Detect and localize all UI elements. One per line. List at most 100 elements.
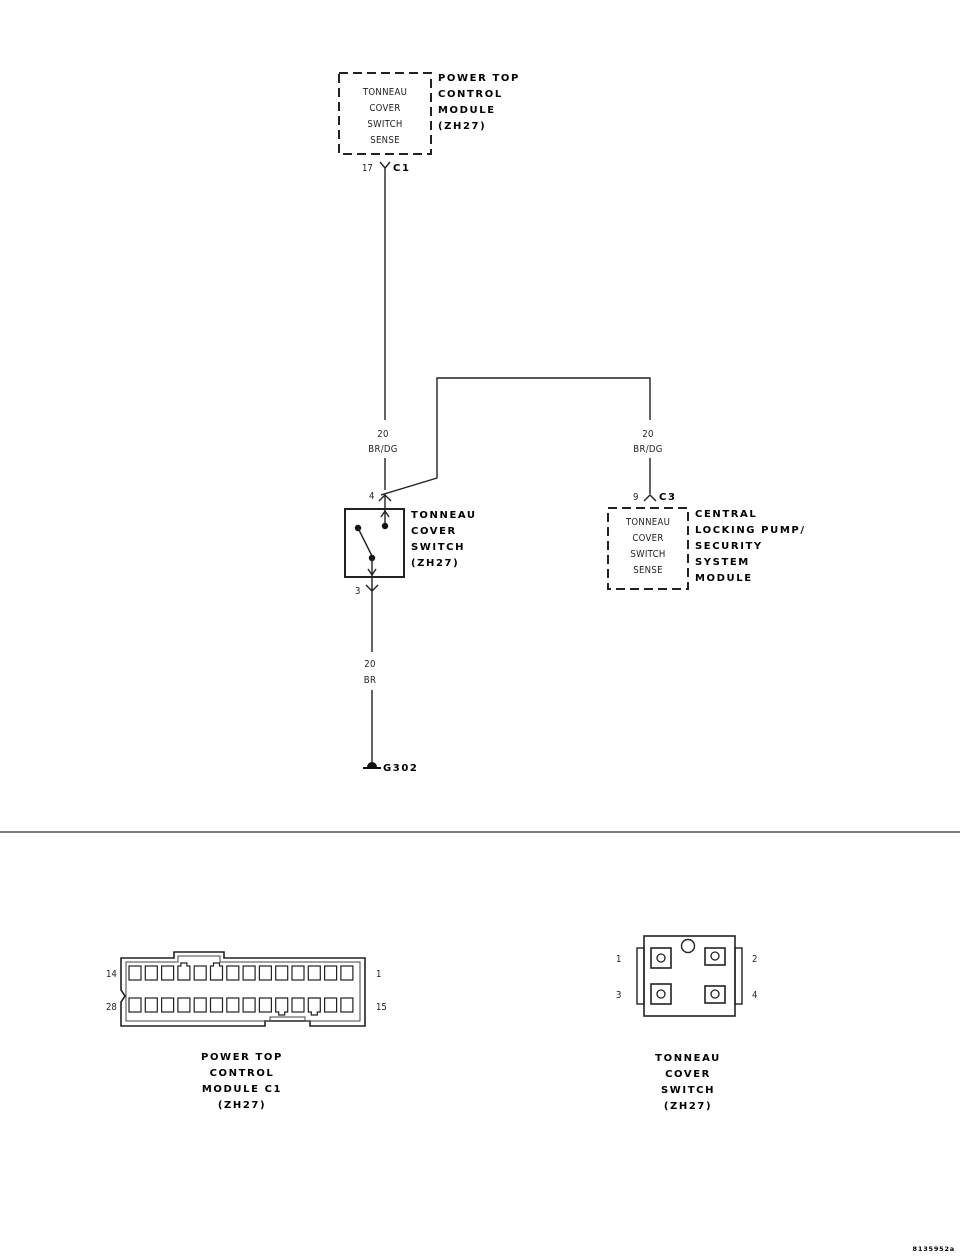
pin-number: 1: [616, 954, 621, 965]
module-label-line: POWER TOP: [438, 73, 520, 84]
connector-cavity: [291, 965, 305, 981]
wire-gauge-label: 20: [364, 659, 375, 670]
tonneau-cover-switch: 4 TONNEAU COVER SWITCH (ZH27) 3: [344, 491, 477, 597]
connector-cavity: [307, 997, 321, 1016]
module-text-line: SENSE: [633, 565, 663, 576]
module-label-line: MODULE: [695, 573, 753, 584]
connector-c1-face-view: 14 1 28 15 POWER TOP CONTROL MODULE C1 (…: [106, 951, 387, 1111]
module-boundary-dashed: [607, 507, 689, 590]
power-top-control-module: TONNEAU COVER SWITCH SENSE POWER TOP CON…: [338, 72, 520, 174]
connector-cavity: [226, 965, 240, 981]
switch-connector-face-view: 1 2 3 4 TONNEAU COVER SWITCH (ZH27): [616, 935, 757, 1112]
pin-number: 2: [752, 954, 757, 965]
connector-cavity: [177, 997, 191, 1013]
wire-color-label: BR: [364, 675, 376, 686]
connector-cavity: [340, 965, 354, 981]
module-text-line: SWITCH: [367, 119, 402, 130]
pin-number: 4: [752, 990, 757, 1001]
module-text-line: TONNEAU: [625, 517, 670, 528]
connector-cavity: [209, 997, 224, 1013]
ground-label: G302: [383, 763, 418, 774]
connector-label-line: CONTROL: [210, 1068, 275, 1079]
connector-latch-left: [636, 947, 645, 1005]
connector-cavity: [161, 965, 175, 981]
connector-shell: [120, 951, 366, 1027]
connector-cavity: [144, 997, 158, 1013]
connector-label-line: MODULE C1: [202, 1084, 282, 1095]
connector-label-line: POWER TOP: [201, 1052, 283, 1063]
wire-gauge-label: 20: [642, 429, 653, 440]
terminal-cavity: [650, 983, 672, 1005]
pin-number: 3: [616, 990, 621, 1001]
switch-label-line: COVER: [411, 526, 457, 537]
module-label-line: SECURITY: [695, 541, 763, 552]
connector-label-line: TONNEAU: [655, 1053, 721, 1064]
pin-number: 28: [106, 1002, 117, 1013]
module-text-line: COVER: [632, 533, 663, 544]
wire-br-dg-right: [380, 377, 651, 496]
connector-cavity: [177, 962, 191, 981]
central-locking-pump-module: 9 C3 TONNEAU COVER SWITCH SENSE CENTRAL …: [607, 492, 806, 590]
connector-latch-right: [734, 947, 743, 1005]
switch-arrow-up: [380, 509, 390, 518]
connector-cavity: [275, 965, 289, 981]
connector-cavity: [193, 997, 207, 1013]
connector-cavity: [258, 997, 272, 1013]
connector-cavity: [258, 965, 272, 981]
wire-gauge-label: 20: [377, 429, 388, 440]
pin-number: 1: [376, 969, 381, 980]
connector-label-line: (ZH27): [664, 1101, 712, 1112]
connector-cavity: [144, 965, 158, 981]
pin-number: 9: [633, 492, 638, 503]
connector-terminal-symbol: [378, 494, 392, 502]
pin-number: 3: [355, 586, 360, 597]
pin-number: 15: [376, 1002, 387, 1013]
connector-cavity: [128, 997, 142, 1013]
connector-label-line: SWITCH: [661, 1085, 715, 1096]
module-text-line: COVER: [369, 103, 400, 114]
switch-body: [344, 508, 405, 578]
terminal-cavity: [650, 947, 672, 969]
module-text-line: SWITCH: [630, 549, 665, 560]
connector-cavity: [291, 997, 305, 1013]
module-label-line: (ZH27): [438, 121, 486, 132]
module-label-line: LOCKING PUMP/: [695, 525, 806, 536]
terminal-cavity: [704, 947, 726, 966]
module-label-line: MODULE: [438, 105, 496, 116]
polarity-key: [680, 938, 696, 954]
ground-symbol-icon: [363, 762, 381, 769]
connector-cavity: [242, 965, 256, 981]
cavity-grid: [128, 962, 354, 1016]
pin-number: 17: [362, 163, 373, 174]
connector-cavity: [324, 997, 338, 1013]
connector-cavity: [324, 965, 338, 981]
connector-id: C3: [659, 492, 677, 503]
switch-contact: [381, 522, 389, 530]
terminal-cavity: [704, 985, 726, 1004]
connector-terminal-symbol: [365, 584, 379, 592]
connector-terminal-symbol: [379, 161, 391, 170]
module-label-line: CENTRAL: [695, 509, 757, 520]
wire-color-label: BR/DG: [633, 444, 662, 455]
module-label-line: CONTROL: [438, 89, 503, 100]
connector-terminal-symbol: [643, 494, 657, 502]
connector-cavity: [226, 997, 240, 1013]
connector-cavity: [209, 962, 224, 981]
connector-inner-shell: [125, 955, 361, 1022]
wire-color-label: BR/DG: [368, 444, 397, 455]
switch-label-line: (ZH27): [411, 558, 459, 569]
switch-label-line: SWITCH: [411, 542, 465, 553]
connector-label-line: COVER: [665, 1069, 711, 1080]
module-text-line: SENSE: [370, 135, 400, 146]
switch-label-line: TONNEAU: [411, 510, 477, 521]
figure-id: 8135952a: [913, 1245, 955, 1253]
connector-cavity: [242, 997, 256, 1013]
switch-blade: [357, 527, 373, 557]
pin-number: 14: [106, 969, 117, 980]
module-boundary-dashed: [338, 72, 432, 155]
connector-label-line: (ZH27): [218, 1100, 266, 1111]
switch-arrow-down: [367, 568, 377, 577]
connector-cavity: [307, 965, 321, 981]
pin-number: 4: [369, 491, 374, 502]
